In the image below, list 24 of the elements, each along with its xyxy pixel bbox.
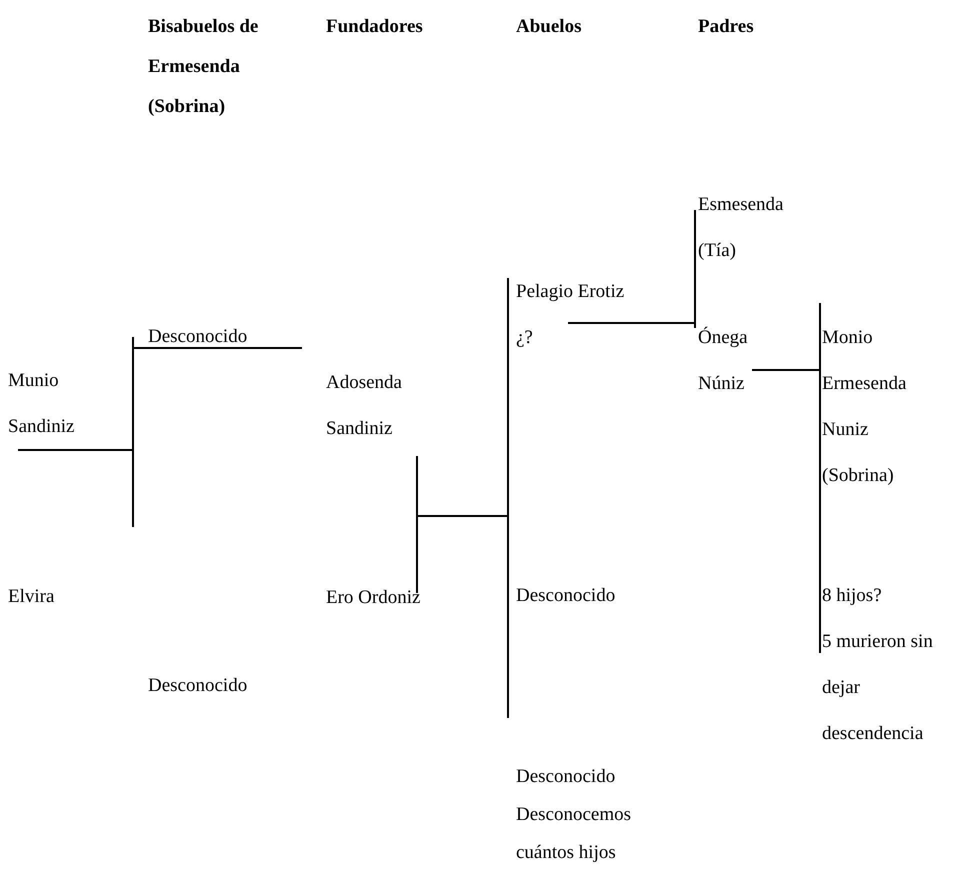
note-text: 5 murieron sin dejar descendencia — [822, 630, 934, 746]
family-tree-line — [18, 336, 302, 528]
family-tree-line — [568, 322, 696, 328]
person-name: Ero Ordoniz — [326, 575, 486, 621]
family-tree-line — [416, 278, 509, 593]
person-name: Ónega Núniz — [698, 315, 768, 407]
person-name: Pelagio Erotiz — [516, 280, 626, 304]
note-text: Desconocemos cuántos hijos — [516, 803, 632, 865]
person-name: Adosenda Sandiniz — [326, 360, 436, 452]
column-heading: Fundadores — [326, 15, 424, 39]
person-name: Desconocido — [516, 573, 686, 619]
column-heading: Bisabuelos de Ermesenda (Sobrina) — [148, 15, 260, 119]
person-name: Desconocido — [516, 765, 616, 789]
person-name: Desconocido — [148, 314, 308, 360]
person-name: Elvira — [8, 574, 118, 620]
person-name: Munio Sandiniz — [8, 358, 118, 450]
person-name: Monio Ermesenda Nuniz (Sobrina) — [822, 315, 927, 499]
person-name: 8 hijos? — [822, 584, 883, 608]
column-heading: Abuelos — [516, 15, 582, 39]
family-tree-line — [752, 369, 821, 653]
person-name: Desconocido — [148, 663, 308, 709]
note-text: ¿? — [516, 326, 534, 350]
column-heading: Padres — [698, 15, 755, 39]
person-name: Esmesenda (Tía) — [698, 182, 798, 274]
